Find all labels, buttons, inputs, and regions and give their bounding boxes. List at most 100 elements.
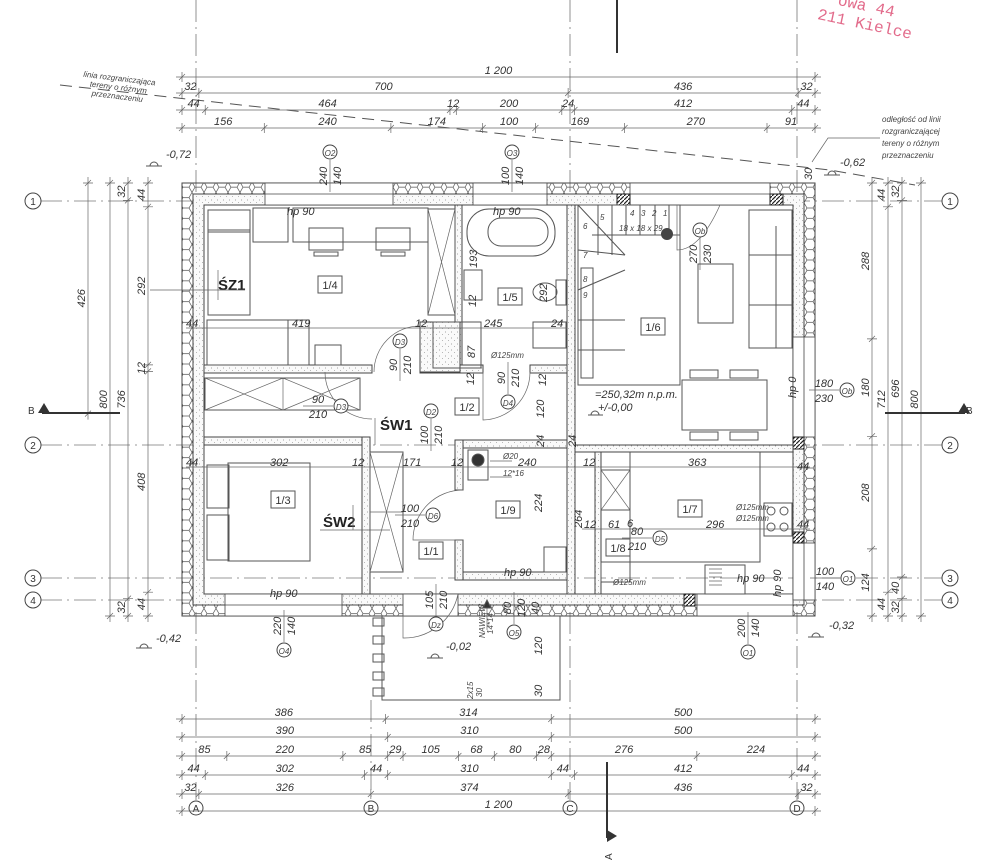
opening-id: D3 <box>336 403 347 412</box>
toilet-tank <box>555 279 567 306</box>
opening-width: 100 <box>816 566 835 578</box>
axis-label: 4 <box>30 596 36 607</box>
dimension-tick <box>178 88 186 98</box>
dimension-tick <box>361 770 368 780</box>
monitor <box>308 227 344 251</box>
opening-width: 90 <box>312 394 325 406</box>
dim-text: 193 <box>468 249 480 268</box>
note-text: rozgraniczającej <box>882 127 940 136</box>
room-1-2: 1/2 <box>454 397 480 416</box>
dimension-tick <box>123 197 133 204</box>
axis-bubble-row: 4 <box>941 591 959 609</box>
dimension-tick <box>811 88 819 98</box>
dimension-tick <box>897 573 907 581</box>
stairs-spec: 18 x 18 x 29 <box>619 224 663 233</box>
dimension-value: 100 <box>500 116 519 128</box>
dimension-tick <box>143 203 153 211</box>
level-ne: -0,62 <box>840 157 865 169</box>
dimension-tick <box>178 123 186 133</box>
dimension-tick <box>382 714 389 724</box>
step-number: 4 <box>630 209 635 218</box>
dimension-tick <box>178 806 186 816</box>
opening-width: 200 <box>736 618 748 638</box>
dimension-value: 80 <box>509 744 522 756</box>
dimension-tick <box>178 732 186 742</box>
step-number: 5 <box>600 213 605 222</box>
dimension-value: 32 <box>890 186 902 198</box>
dimension-value: 200 <box>499 98 519 110</box>
level-porch: -0,02 <box>446 641 471 653</box>
wall-mark-sw2: ŚW2 <box>323 513 356 531</box>
dining-table <box>681 379 768 431</box>
room-number: 1/3 <box>275 495 290 507</box>
dimension-value: 310 <box>460 725 479 737</box>
opening-height: 140 <box>816 581 835 593</box>
dimension-value: 500 <box>674 725 693 737</box>
axis-label: 4 <box>947 596 953 607</box>
dimension-tick <box>811 714 819 724</box>
dimension-value: 85 <box>359 744 372 756</box>
dimension-value: 1 200 <box>485 799 513 811</box>
axis-bubble-row: 3 <box>24 569 42 587</box>
dim-text: 44 <box>797 519 809 531</box>
section-b-label: B <box>28 406 35 417</box>
furniture <box>204 204 793 701</box>
dimension-tick <box>261 123 268 133</box>
dim-text: 224 <box>533 494 545 513</box>
dimension-value: 91 <box>785 116 797 128</box>
vent-label: 12*16 <box>503 469 524 478</box>
dimension-value: 40 <box>890 581 902 594</box>
dimension-value: 44 <box>797 98 809 110</box>
room-1-3: 1/3 <box>270 490 296 509</box>
dimension-tick <box>178 751 186 761</box>
room-number: 1/6 <box>645 322 660 334</box>
bathtub <box>466 208 556 257</box>
axis-label: 3 <box>947 574 953 585</box>
opening-width: 105 <box>424 590 436 609</box>
dimension-value: 24 <box>561 98 574 110</box>
dimension-tick <box>571 770 578 780</box>
note-text: tereny o różnym <box>882 139 940 148</box>
dimension-value: 696 <box>890 379 902 398</box>
dimension-tick <box>811 732 819 742</box>
opening-id: D3 <box>395 338 406 347</box>
dimension-tick <box>339 751 347 761</box>
duct-label: Ø125mm <box>612 578 646 587</box>
dim-text: 264 <box>573 510 585 529</box>
dimension-value: 29 <box>388 744 401 756</box>
dimension-value: 44 <box>370 763 382 775</box>
opening-id: D6 <box>428 512 439 521</box>
dimension-tick <box>883 612 893 620</box>
room-1-9: 1/9 <box>495 500 521 519</box>
opening-width: 80 <box>502 601 514 614</box>
opening-height: 210 <box>308 409 328 421</box>
dimension-tick <box>143 361 153 369</box>
distance-value: 30 <box>803 167 815 180</box>
opening-width: 180 <box>815 378 834 390</box>
opening-height: 210 <box>627 541 647 553</box>
washing-machine <box>543 546 567 573</box>
kitchen-sink <box>704 564 746 595</box>
dimension-tick <box>105 179 115 187</box>
dimension-tick <box>897 595 907 602</box>
dimension-tick <box>867 545 877 553</box>
room-number: 1/8 <box>610 543 625 555</box>
dim-text: 419 <box>292 318 310 330</box>
opening-height: 230 <box>702 244 714 264</box>
opening-height: 210 <box>402 355 414 375</box>
dimension-tick <box>123 179 133 187</box>
kitchen-counter <box>629 452 761 563</box>
outer-walls <box>181 182 816 617</box>
dimension-tick <box>883 179 893 187</box>
dim-text: 6 <box>627 518 634 530</box>
axis-bubble-col: D <box>789 800 805 816</box>
cooktop <box>763 502 793 537</box>
dimension-value: 426 <box>76 288 88 307</box>
